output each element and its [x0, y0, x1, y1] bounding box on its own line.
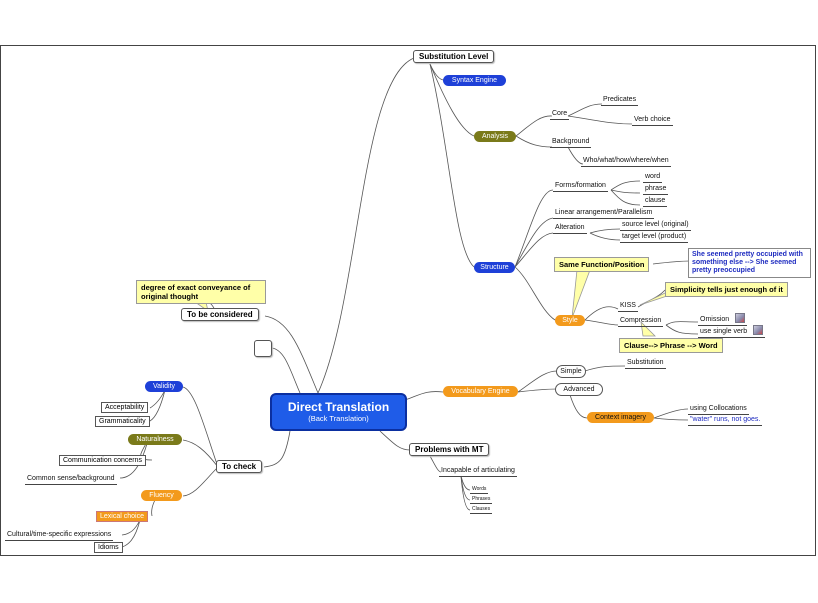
lexical-choice-node[interactable]: Lexical choice: [96, 511, 148, 522]
acceptability-node[interactable]: Acceptability: [101, 402, 149, 413]
water-runs-node[interactable]: "water" runs, not goes.: [688, 415, 763, 426]
word-node[interactable]: word: [643, 172, 663, 183]
core-node[interactable]: Core: [550, 109, 570, 120]
simple-node[interactable]: Simple: [556, 365, 586, 378]
verb-choice-node[interactable]: Verb choice: [632, 115, 673, 126]
clauses-node[interactable]: Clauses: [470, 506, 493, 514]
clause-phrase-word-note[interactable]: Clause--> Phrase --> Word: [619, 338, 723, 353]
attachment-icon[interactable]: [753, 325, 764, 335]
empty-node[interactable]: [254, 340, 272, 357]
to-be-considered-node[interactable]: To be considered: [181, 308, 259, 321]
central-topic[interactable]: Direct Translation (Back Translation): [270, 393, 407, 431]
vocabulary-engine-node[interactable]: Vocabulary Engine: [443, 386, 518, 397]
background-node[interactable]: Background: [550, 137, 592, 148]
target-level-node[interactable]: target level (product): [620, 232, 689, 243]
linear-node[interactable]: Linear arrangement/Parallelism: [553, 208, 655, 219]
substitution-level-node[interactable]: Substitution Level: [413, 50, 495, 63]
use-single-verb-label: use single verb: [700, 328, 748, 335]
to-check-node[interactable]: To check: [216, 460, 263, 473]
compression-node[interactable]: Compression: [618, 316, 664, 327]
attachment-icon[interactable]: [735, 313, 746, 323]
central-title: Direct Translation: [287, 400, 390, 414]
forms-node[interactable]: Forms/formation: [553, 181, 608, 192]
clause-node[interactable]: clause: [643, 196, 668, 207]
same-function-note[interactable]: Same Function/Position: [554, 257, 650, 272]
alteration-node[interactable]: Alteration: [553, 223, 587, 234]
collocations-node[interactable]: using Collocations: [688, 404, 749, 415]
syntax-engine-node[interactable]: Syntax Engine: [443, 75, 506, 86]
exact-conveyance-note[interactable]: degree of exact conveyance of original t…: [136, 280, 266, 304]
context-imagery-node[interactable]: Context imagery: [587, 412, 654, 423]
words-node[interactable]: Words: [470, 486, 489, 494]
communication-node[interactable]: Communication concerns: [59, 455, 146, 466]
idioms-node[interactable]: Idioms: [94, 542, 123, 553]
grammaticality-node[interactable]: Grammaticality: [95, 416, 150, 427]
simplicity-note[interactable]: Simplicity tells just enough of it: [665, 282, 788, 297]
style-node[interactable]: Style: [555, 315, 585, 326]
omission-node[interactable]: Omission: [698, 313, 748, 326]
analysis-node[interactable]: Analysis: [474, 131, 516, 142]
substitution-node[interactable]: Substitution: [625, 358, 666, 369]
omission-label: Omission: [700, 316, 730, 323]
advanced-node[interactable]: Advanced: [555, 383, 603, 396]
structure-node[interactable]: Structure: [474, 262, 515, 273]
phrases-node[interactable]: Phrases: [470, 496, 493, 504]
occupied-example-note[interactable]: She seemed pretty occupied with somethin…: [688, 248, 811, 278]
common-sense-node[interactable]: Common sense/background: [25, 474, 117, 485]
phrase-node[interactable]: phrase: [643, 184, 669, 195]
source-level-node[interactable]: source level (original): [620, 220, 691, 231]
predicates-node[interactable]: Predicates: [601, 95, 639, 106]
cultural-node[interactable]: Cultural/time-specific expressions: [5, 530, 114, 541]
use-single-verb-node[interactable]: use single verb: [698, 325, 766, 338]
fluency-node[interactable]: Fluency: [141, 490, 182, 501]
incapable-node[interactable]: Incapable of articulating: [439, 466, 517, 477]
central-subtitle: (Back Translation): [308, 414, 369, 423]
kiss-node[interactable]: KISS: [618, 301, 638, 312]
who-what-node[interactable]: Who/what/how/where/when: [581, 156, 671, 167]
validity-node[interactable]: Validity: [145, 381, 183, 392]
naturalness-node[interactable]: Naturalness: [128, 434, 182, 445]
problems-with-mt-node[interactable]: Problems with MT: [409, 443, 490, 456]
